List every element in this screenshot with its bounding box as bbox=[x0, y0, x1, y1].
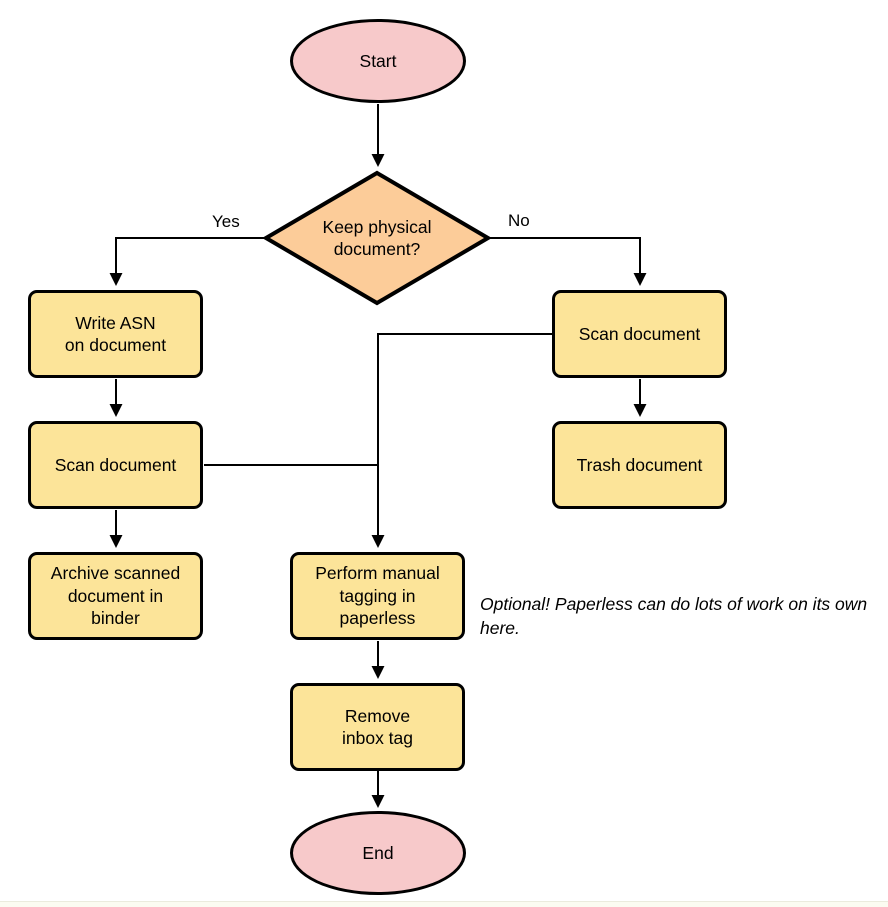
optional-annotation: Optional! Paperless can do lots of work … bbox=[480, 594, 868, 639]
decision-node-label: Keep physical document? bbox=[322, 216, 432, 259]
scan-document-right-node-label: Scan document bbox=[578, 323, 701, 344]
edge-no-to-scan-right bbox=[488, 237, 647, 286]
start-node-label: Start bbox=[359, 50, 397, 71]
remove-inbox-tag-node-label: Remove inbox tag bbox=[341, 705, 414, 748]
end-node-label: End bbox=[362, 842, 394, 863]
archive-binder-node: Archive scanned document in binder bbox=[28, 552, 203, 640]
yes-branch-label: Yes bbox=[212, 212, 240, 231]
end-node: End bbox=[290, 811, 466, 895]
decision-node: Keep physical document? bbox=[261, 168, 493, 308]
trash-document-node: Trash document bbox=[552, 421, 727, 509]
start-node: Start bbox=[290, 19, 466, 103]
trash-document-node-label: Trash document bbox=[576, 454, 703, 475]
decision-diamond-shape bbox=[262, 170, 492, 306]
write-asn-node: Write ASN on document bbox=[28, 290, 203, 378]
remove-inbox-tag-node: Remove inbox tag bbox=[290, 683, 465, 771]
scan-document-right-node: Scan document bbox=[552, 290, 727, 378]
no-branch-label: No bbox=[508, 211, 530, 230]
edge-yes-to-write-asn bbox=[109, 237, 267, 286]
manual-tagging-node: Perform manual tagging in paperless bbox=[290, 552, 465, 640]
scan-document-left-node-label: Scan document bbox=[54, 454, 177, 475]
write-asn-node-label: Write ASN on document bbox=[64, 312, 167, 355]
scan-document-left-node: Scan document bbox=[28, 421, 203, 509]
archive-binder-node-label: Archive scanned document in binder bbox=[50, 563, 181, 629]
bottom-edge-strip bbox=[0, 901, 888, 907]
edge-scan-right-to-tagging bbox=[371, 333, 553, 548]
manual-tagging-node-label: Perform manual tagging in paperless bbox=[315, 563, 440, 629]
